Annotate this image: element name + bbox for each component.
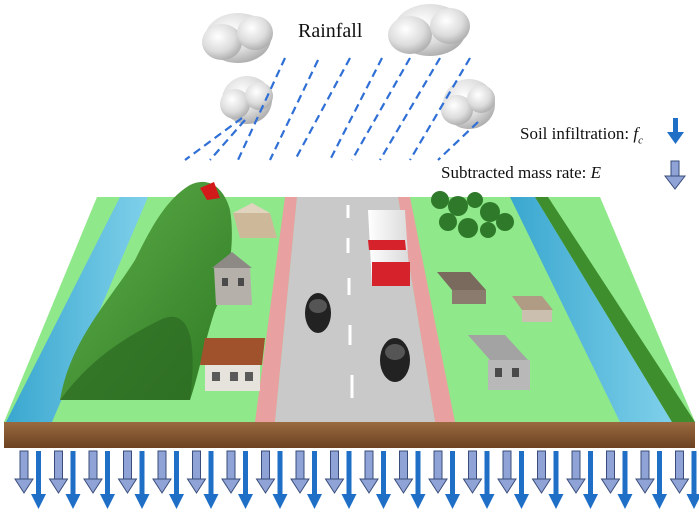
subtracted-mass-arrow	[50, 451, 68, 493]
infiltration-arrow	[31, 451, 46, 509]
subtracted-mass-arrow	[326, 451, 344, 493]
infiltration-arrow	[135, 451, 150, 509]
infiltration-arrow	[342, 451, 357, 509]
subtracted-mass-arrow	[671, 451, 689, 493]
soil-layer	[4, 422, 695, 448]
subtracted-mass-arrow	[567, 451, 585, 493]
infiltration-arrow	[238, 451, 253, 509]
cloud-icon	[441, 79, 495, 129]
subtracted-mass-arrow	[429, 451, 447, 493]
subtracted-mass-arrow	[15, 451, 33, 493]
subtracted-mass-arrow	[464, 451, 482, 493]
car	[305, 293, 331, 333]
subtracted-mass-arrow	[119, 451, 137, 493]
subtracted-mass-arrow	[188, 451, 206, 493]
subtracted-mass-arrow	[257, 451, 275, 493]
infiltration-arrow	[376, 451, 391, 509]
legend-subtracted-label: Subtracted mass rate:	[441, 163, 591, 182]
infiltration-arrows	[15, 451, 699, 509]
car	[380, 338, 410, 382]
infiltration-arrow	[445, 451, 460, 509]
cloud-icon	[202, 13, 273, 63]
infiltration-arrow	[583, 451, 598, 509]
infiltration-arrow	[480, 451, 495, 509]
infiltration-arrow	[307, 451, 322, 509]
subtracted-mass-arrow	[498, 451, 516, 493]
subtracted-mass-arrow	[360, 451, 378, 493]
bus	[368, 210, 410, 286]
house-left-3	[200, 338, 265, 391]
subtracted-mass-arrow	[291, 451, 309, 493]
infiltration-arrow	[411, 451, 426, 509]
infiltration-arrow	[618, 451, 633, 509]
subtracted-mass-arrow	[84, 451, 102, 493]
infiltration-arrow	[273, 451, 288, 509]
infiltration-arrow	[549, 451, 564, 509]
infiltration-arrow	[66, 451, 81, 509]
rainfall-label: Rainfall	[298, 20, 362, 43]
legend-infiltration-subscript: c	[638, 134, 643, 146]
legend-subtracted: Subtracted mass rate: E	[441, 163, 601, 183]
subtracted-mass-arrow	[222, 451, 240, 493]
infiltration-arrow	[652, 451, 667, 509]
cloud-icon	[388, 4, 470, 56]
subtracted-mass-arrow	[602, 451, 620, 493]
arrow-down-icon	[667, 118, 684, 144]
subtracted-mass-arrow	[153, 451, 171, 493]
hollow-arrow-down-icon	[665, 161, 685, 189]
infiltration-arrow	[514, 451, 529, 509]
legend-infiltration: Soil infiltration: fc	[520, 124, 643, 146]
subtracted-mass-arrow	[636, 451, 654, 493]
legend-infiltration-label: Soil infiltration:	[520, 124, 633, 143]
subtracted-mass-arrow	[533, 451, 551, 493]
infiltration-arrow	[169, 451, 184, 509]
legend-subtracted-symbol: E	[591, 163, 601, 182]
infiltration-arrow	[204, 451, 219, 509]
infiltration-arrow	[100, 451, 115, 509]
subtracted-mass-arrow	[395, 451, 413, 493]
